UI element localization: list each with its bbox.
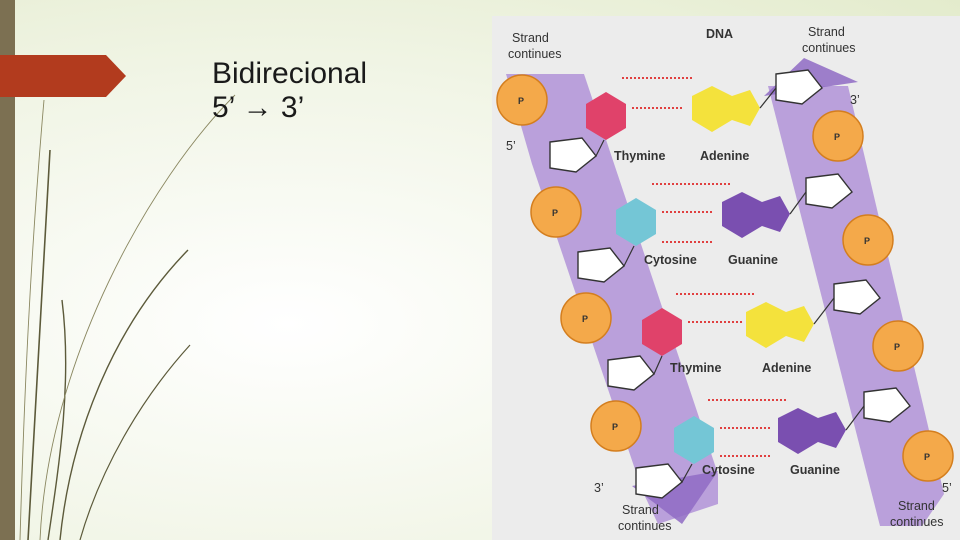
phosphate-left-1: P	[496, 74, 548, 126]
phosphate-right-2: P	[842, 214, 894, 266]
prime-5-label: 5’	[212, 91, 235, 124]
phosphate-right-4: P	[902, 430, 954, 482]
guanine-base-2	[778, 408, 818, 454]
strand-continues-top-right-line2: continues	[802, 41, 856, 55]
thymine-base-1	[586, 92, 626, 140]
phosphate-left-4: P	[590, 400, 642, 452]
title-line-2: 5’ → 3’	[212, 91, 367, 125]
prime-3-left-bottom: 3’	[594, 481, 604, 495]
strand-continues-bottom-right-line1: Strand	[898, 499, 935, 513]
phosphate-right-1: P	[812, 110, 864, 162]
arrow-right-icon: →	[242, 91, 273, 124]
sugar-left-3	[607, 355, 655, 391]
adenine-label-2: Adenine	[762, 361, 811, 375]
prime-5-left-top: 5’	[506, 139, 516, 153]
svg-text:P: P	[894, 342, 900, 352]
strand-continues-bottom-right-line2: continues	[890, 515, 944, 529]
phosphate-left-3: P	[560, 292, 612, 344]
glycosidic-bond-3	[653, 355, 663, 375]
phosphate-right-3: P	[872, 320, 924, 372]
thymine-base-2	[642, 308, 682, 356]
glycosidic-bond-8	[845, 405, 865, 431]
phosphate-left-2: P	[530, 186, 582, 238]
sugar-right-1	[775, 69, 823, 105]
adenine-base-1-ring2	[732, 90, 760, 126]
sugar-left-2	[577, 247, 625, 283]
dna-diagram: Strand continues DNA Strand continues 5’…	[492, 16, 960, 540]
sugar-right-2	[805, 173, 853, 209]
glycosidic-bond-2	[623, 245, 635, 267]
glycosidic-bond-6	[789, 191, 807, 215]
cytosine-label-1: Cytosine	[644, 253, 697, 267]
prime-5-right-bottom: 5’	[942, 481, 952, 495]
svg-text:P: P	[582, 314, 588, 324]
adenine-base-1	[692, 86, 732, 132]
strand-continues-bottom-left-line2: continues	[618, 519, 672, 533]
cytosine-label-2: Cytosine	[702, 463, 755, 477]
guanine-base-1-ring2	[762, 196, 790, 232]
adenine-label-1: Adenine	[700, 149, 749, 163]
adenine-base-2	[746, 302, 786, 348]
svg-text:P: P	[518, 96, 524, 106]
glycosidic-bond-5	[759, 87, 777, 109]
svg-text:P: P	[924, 452, 930, 462]
cytosine-base-1	[616, 198, 656, 246]
svg-text:P: P	[612, 422, 618, 432]
strand-continues-top-left-line1: Strand	[512, 31, 549, 45]
strand-continues-top-left-line2: continues	[508, 47, 562, 61]
decorative-grass-lines	[19, 94, 236, 540]
glycosidic-bond-4	[681, 463, 693, 483]
slide-title: Bidirecional 5’ → 3’	[212, 57, 367, 125]
svg-text:P: P	[834, 132, 840, 142]
guanine-base-2-ring2	[818, 412, 846, 448]
sugar-right-4	[863, 387, 911, 423]
glycosidic-bond-7	[813, 297, 835, 325]
strand-continues-top-right-line1: Strand	[808, 25, 845, 39]
cytosine-base-2	[674, 416, 714, 464]
prime-3-right-top: 3’	[850, 93, 860, 107]
title-line-1: Bidirecional	[212, 57, 368, 90]
thymine-label-1: Thymine	[614, 149, 665, 163]
left-accent-bar	[0, 0, 15, 540]
red-arrow-tab	[0, 55, 126, 97]
guanine-base-1	[722, 192, 762, 238]
thymine-label-2: Thymine	[670, 361, 721, 375]
strand-continues-bottom-left-line1: Strand	[622, 503, 659, 517]
sugar-left-4	[635, 463, 683, 499]
prime-3-label: 3’	[280, 91, 305, 124]
sugar-left-1	[549, 137, 597, 173]
dna-title: DNA	[706, 27, 733, 41]
glycosidic-bond-1	[595, 139, 605, 157]
guanine-label-1: Guanine	[728, 253, 778, 267]
guanine-label-2: Guanine	[790, 463, 840, 477]
adenine-base-2-ring2	[786, 306, 814, 342]
svg-text:P: P	[864, 236, 870, 246]
sugar-right-3	[833, 279, 881, 315]
svg-text:P: P	[552, 208, 558, 218]
